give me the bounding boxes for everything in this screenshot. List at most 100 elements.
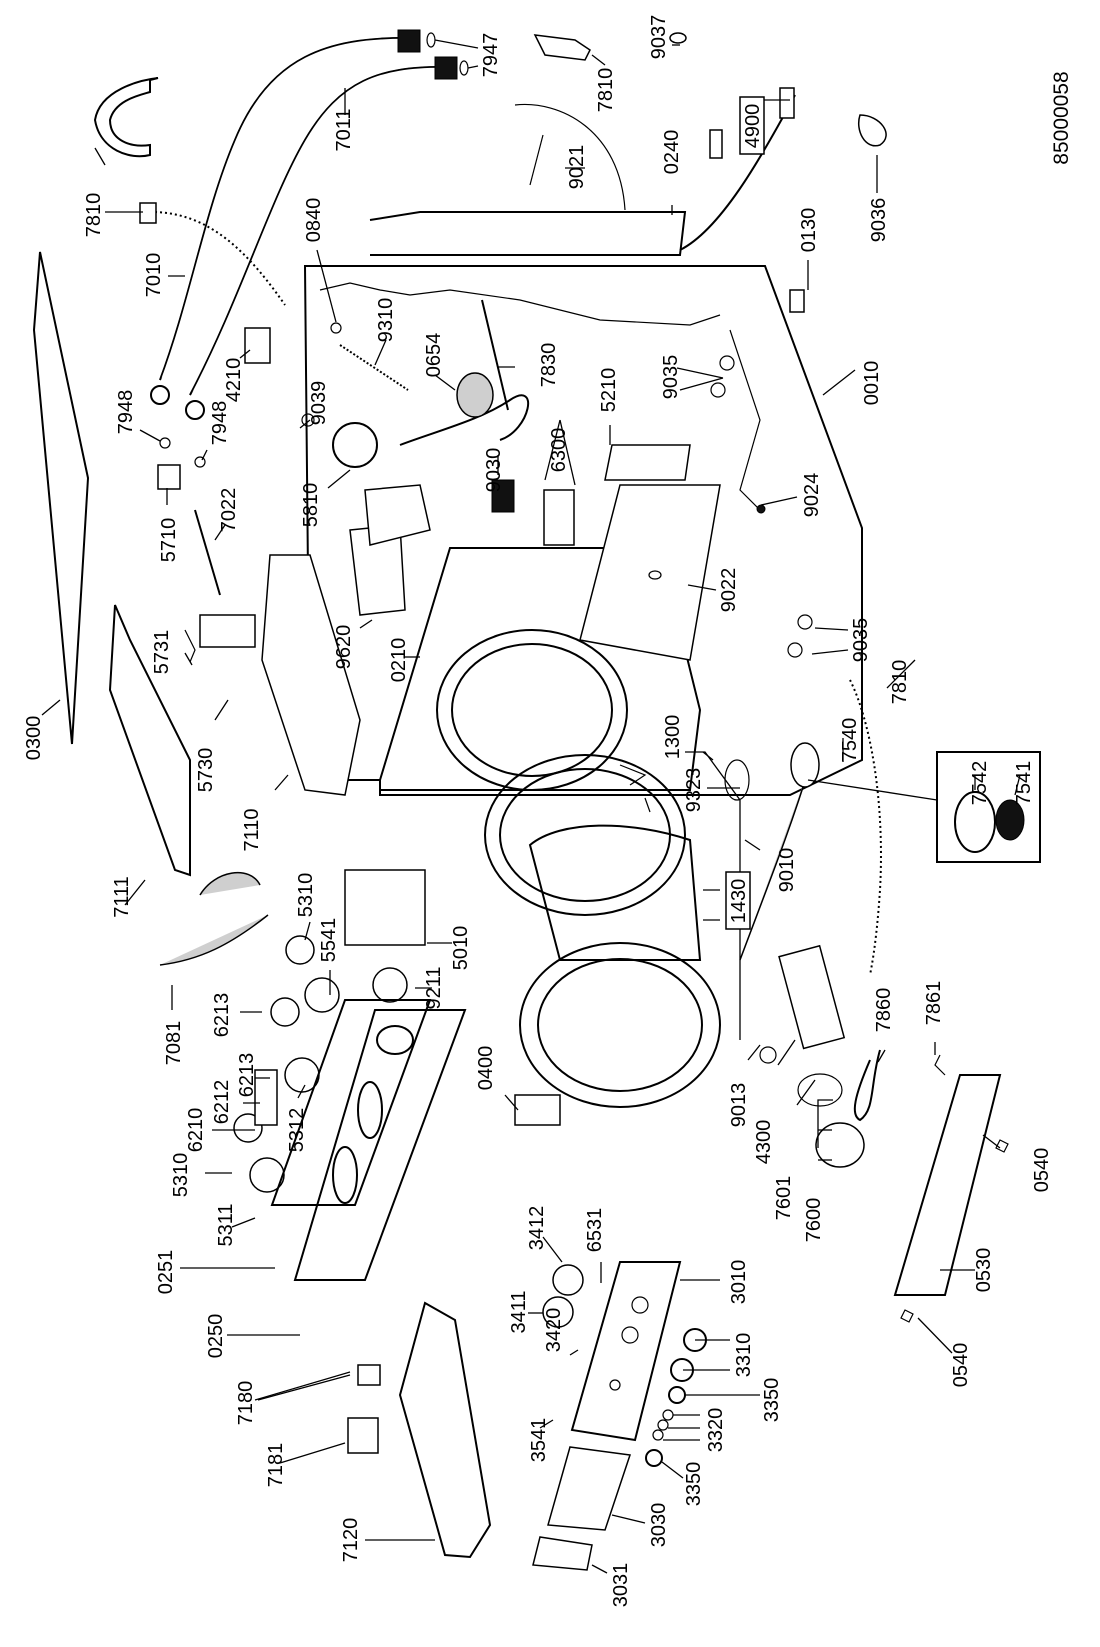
seal-7601 [797,1073,843,1107]
part-label: 9211 [423,966,445,1009]
part-label: 9022 [718,568,740,613]
tag-7181 [347,1417,379,1454]
part-label: 7601 [773,1176,795,1221]
part-label: 5731 [151,630,173,675]
part-label: 0400 [475,1046,497,1091]
panel-opening-low [332,1146,358,1204]
fascia-hole-1 [631,1296,649,1314]
valve-5730 [199,614,256,648]
clip-7861 [934,1054,946,1076]
drawing-id: 85000058 [1050,71,1073,164]
part-label: 3310 [733,1333,755,1378]
knob-5311 [249,1157,285,1193]
part-label: 6531 [584,1208,606,1253]
cap-9036 [858,114,887,147]
power-cord-4900 [679,94,796,251]
part-label: 7010 [143,253,165,298]
part-label: 7022 [218,488,240,533]
part-label: 3350 [683,1462,705,1507]
part-label: 5541 [318,918,340,963]
cabinet-top-edge [319,282,721,326]
part-label: 5710 [158,518,180,563]
inset-leader [807,779,938,801]
part-label: 7860 [873,988,895,1033]
nut-0840 [330,322,342,334]
switch-6213a [270,997,300,1027]
part-label: 9310 [375,298,397,343]
part-label: 0010 [861,361,883,406]
part-label: 0240 [661,130,683,175]
screw-0540b [900,1309,914,1323]
part-label: 7181 [265,1443,287,1488]
button-3320b [657,1419,669,1431]
door-boot-drum [528,824,702,961]
part-label: 9035 [660,355,682,400]
cord-plug [779,87,795,119]
part-label: 6300 [548,428,570,473]
panel-opening-top [376,1025,414,1055]
part-label: 1300 [662,715,684,760]
filter-cap-7600 [815,1122,865,1168]
back-panel-0240 [369,211,687,256]
dispenser-7110 [261,554,361,796]
tray-9620-top [364,484,431,546]
part-label: 6210 [185,1108,207,1153]
rod-7022 [194,509,221,596]
part-label: 3031 [610,1563,632,1608]
part-label: 7111 [111,876,133,918]
part-label: 5312 [286,1108,308,1153]
part-label: 7861 [923,981,945,1026]
kickplate-0530 [893,1074,1002,1296]
fascia-hole-3 [609,1379,621,1391]
heater-7830 [481,299,509,411]
part-label: 0654 [423,333,445,378]
part-label: 0251 [155,1250,177,1295]
timer-5010 [344,869,426,946]
part-drawings [32,29,1041,1571]
part-label: 7948 [115,390,137,435]
drain-hose-7810-right [849,679,882,976]
part-label: 3320 [705,1408,727,1453]
part-label: 9620 [333,625,355,670]
part-label: 3350 [761,1378,783,1423]
part-label: 9010 [776,848,798,893]
panel-opening-mid [357,1081,383,1139]
hinge-1300 [619,764,647,786]
hose-guide-7810 [93,77,159,158]
drain-hose-7081-bend [199,871,261,896]
tool-7180 [254,1371,351,1401]
part-label: 9036 [868,198,890,243]
fascia-3010 [570,1261,682,1442]
drain-hose-end [139,202,157,224]
part-label: 0530 [973,1248,995,1293]
button-3320c [652,1429,664,1441]
part-label: 9035 [850,618,872,663]
clip-5731 [184,629,196,663]
damper-0654 [456,372,494,418]
cap-9037 [669,32,687,44]
block-6300 [543,489,575,546]
button-3350a [668,1386,686,1404]
heater-hose [399,394,529,446]
hose-end-a [150,385,170,405]
tool-7180-head [357,1364,381,1386]
knob-3412 [552,1264,584,1296]
part-label: 3412 [526,1206,548,1251]
part-label: 7810 [889,660,911,705]
pump-body-4300 [778,944,846,1050]
washer-7947a [426,32,436,48]
part-label: 3010 [728,1260,750,1305]
top-lid-0300 [32,251,90,745]
washer-7947b [459,60,469,76]
motor-4210 [244,327,271,364]
part-label: 6213 [236,1053,258,1098]
door-opening [436,629,628,791]
part-label: 7810 [595,68,617,113]
button-3320a [662,1409,674,1421]
part-label: 9323 [683,768,705,813]
panel-frame-0251 [270,999,432,1206]
part-label: 7540 [839,718,861,763]
part-label: 4210 [223,358,245,403]
cabinet-side-wire [729,329,761,511]
door-boot-1430 [484,754,686,916]
